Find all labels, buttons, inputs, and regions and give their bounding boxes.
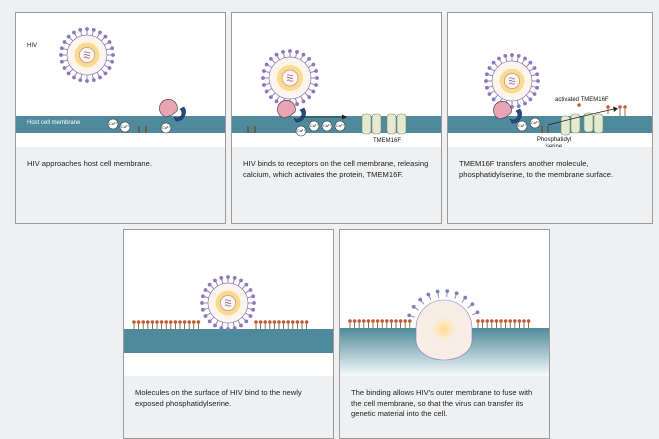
panel-4-caption: Molecules on the surface of HIV bind to … — [124, 376, 333, 438]
ion-label: Ca²⁺ — [518, 123, 526, 130]
phosphatidylserine-row — [348, 319, 411, 328]
panel-4: Molecules on the surface of HIV bind to … — [123, 229, 334, 439]
ion-label: Ca²⁺ — [323, 123, 331, 130]
ion-label: Ca²⁺ — [531, 120, 539, 127]
ion-label: Ca²⁺ — [336, 123, 344, 130]
virus-core — [433, 318, 455, 340]
panel-2: Ca²⁺ Ca²⁺ Ca²⁺ Ca²⁺ TMEM16F HIV binds to… — [231, 12, 442, 224]
virus-icon — [200, 275, 256, 331]
host-cell-membrane — [124, 329, 334, 353]
ion-label: Ca²⁺ — [121, 124, 129, 131]
phosphatidylserine-row — [254, 320, 308, 329]
phosphatidylserine-row — [132, 320, 200, 329]
virus-icon — [484, 53, 540, 109]
panel-2-caption: HIV binds to receptors on the cell membr… — [232, 147, 441, 223]
panel-3: Ca²⁺ Ca²⁺ activated TMEM16F Phosphatidyl… — [447, 12, 653, 224]
panel-3-caption: TMEM16F transfers another molecule, phos… — [448, 147, 652, 223]
phosphatidylserine-row — [476, 319, 530, 328]
virus-icon — [261, 49, 319, 107]
ion-label: Ca²⁺ — [297, 128, 305, 135]
ion-label: Ca²⁺ — [310, 123, 318, 130]
virus-icon — [59, 27, 115, 83]
virus-label: HIV — [27, 43, 37, 50]
panel-1: HIV Host cell membrane Ca²⁺ Ca²⁺ Ca²⁺ HI… — [15, 12, 226, 224]
panel-5: The binding allows HIV's outer membrane … — [339, 229, 550, 439]
ion-label: Ca²⁺ — [109, 121, 117, 128]
panel-1-caption: HIV approaches host cell membrane. — [16, 147, 225, 223]
protein-label: TMEM16F — [373, 138, 401, 145]
panel-5-caption: The binding allows HIV's outer membrane … — [340, 376, 549, 438]
activated-protein-label: activated TMEM16F — [555, 97, 609, 104]
ion-label: Ca²⁺ — [162, 125, 170, 132]
membrane-label: Host cell membrane — [27, 120, 80, 127]
